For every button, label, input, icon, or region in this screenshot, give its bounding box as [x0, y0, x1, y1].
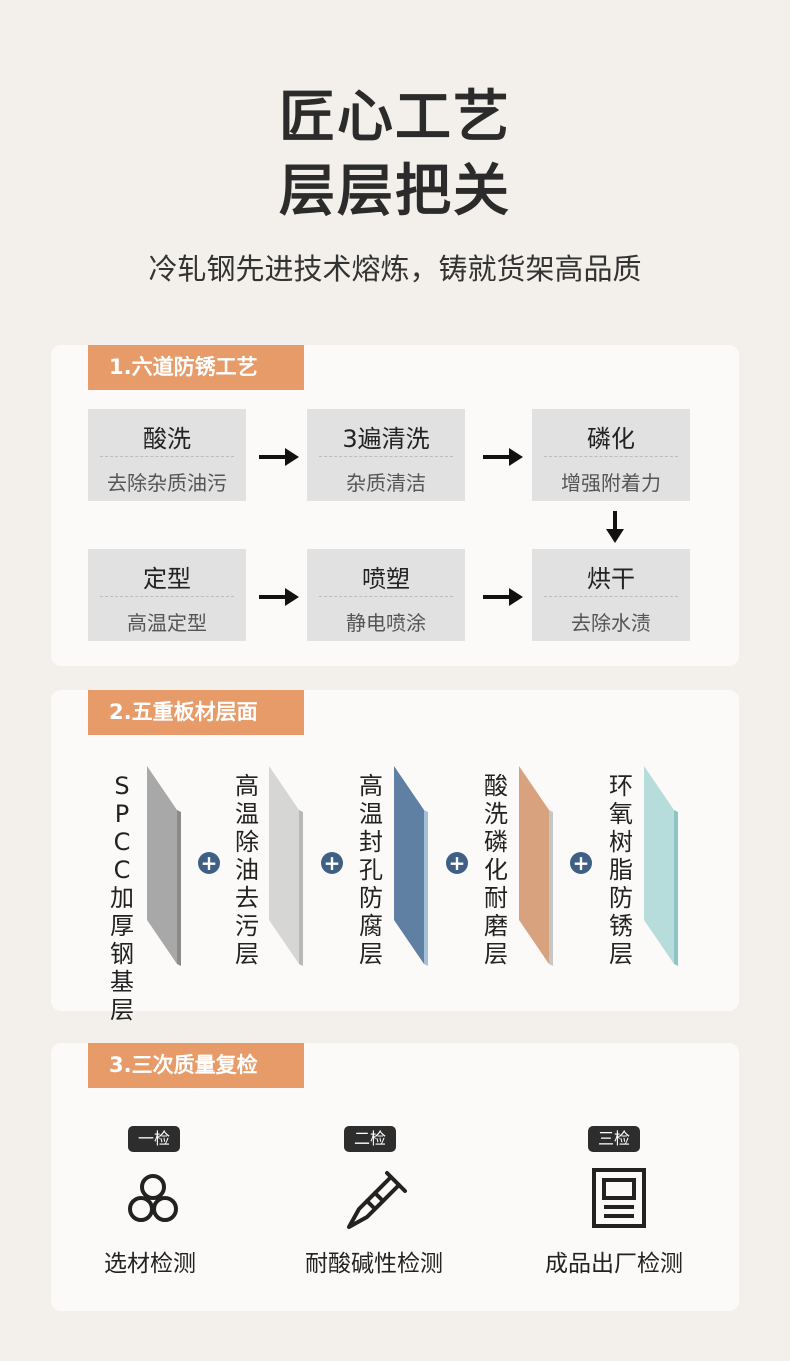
- process-step: 磷化 增强附着力: [532, 409, 690, 501]
- page-subtitle: 冷轧钢先进技术熔炼，铸就货架高品质: [148, 252, 642, 286]
- section-tag: 2.五重板材层面: [88, 690, 304, 735]
- plus-icon: +: [321, 852, 343, 874]
- section-tag: 1.六道防锈工艺: [88, 345, 304, 390]
- layer-sheet: [519, 766, 553, 966]
- step-name: 喷塑: [362, 565, 410, 593]
- step-desc: 高温定型: [127, 611, 207, 635]
- check-label: 耐酸碱性检测: [305, 1251, 443, 1277]
- page-title-line-2: 层层把关: [279, 159, 511, 224]
- step-name: 酸洗: [143, 425, 191, 453]
- arrow-right-icon: [259, 588, 299, 606]
- section-tag: 3.三次质量复检: [88, 1043, 304, 1088]
- circles-icon: [128, 1174, 178, 1222]
- check-label: 成品出厂检测: [545, 1251, 683, 1277]
- step-desc: 增强附着力: [561, 471, 661, 495]
- process-step: 定型 高温定型: [88, 549, 246, 641]
- dashed-divider: [100, 596, 234, 597]
- step-desc: 杂质清洁: [346, 471, 426, 495]
- layer-label: SPCC加厚钢基层: [110, 772, 134, 1024]
- page-title-line-1: 匠心工艺: [279, 85, 511, 150]
- dashed-divider: [544, 456, 678, 457]
- layer-sheet: [644, 766, 678, 966]
- layer-label: 高温封孔防腐层: [359, 772, 383, 968]
- report-icon: [592, 1168, 646, 1228]
- step-name: 3遍清洗: [342, 425, 430, 453]
- process-step: 喷塑 静电喷涂: [307, 549, 465, 641]
- step-desc: 去除水渍: [571, 611, 651, 635]
- arrow-down-icon: [606, 511, 624, 543]
- dashed-divider: [319, 596, 453, 597]
- arrow-right-icon: [259, 448, 299, 466]
- layer-sheet-face: [519, 766, 549, 964]
- process-step: 3遍清洗 杂质清洁: [307, 409, 465, 501]
- inspection-card: 3.三次质量复检 一检 选材检测 二检 耐酸碱性检测 三检 成品出厂检测: [51, 1043, 739, 1311]
- arrow-right-icon: [483, 448, 523, 466]
- dashed-divider: [100, 456, 234, 457]
- step-desc: 静电喷涂: [346, 611, 426, 635]
- step-name: 磷化: [587, 425, 635, 453]
- process-card: 1.六道防锈工艺 酸洗 去除杂质油污 3遍清洗 杂质清洁 磷化 增强附着力 定型…: [51, 345, 739, 666]
- layers-card: 2.五重板材层面 SPCC加厚钢基层 + 高温除油去污层 + 高温封孔防腐层 +…: [51, 690, 739, 1024]
- layer-sheet: [147, 766, 181, 966]
- plus-icon: +: [198, 852, 220, 874]
- check-badge: 一检: [128, 1126, 181, 1152]
- layer-sheet-face: [394, 766, 424, 964]
- layer-sheet-face: [147, 766, 177, 964]
- layer-sheet: [394, 766, 428, 966]
- layer-label: 高温除油去污层: [235, 772, 259, 968]
- layer-sheet-face: [644, 766, 674, 964]
- dashed-divider: [319, 456, 453, 457]
- layer-label: 环氧树脂防锈层: [609, 772, 633, 968]
- step-name: 烘干: [587, 565, 635, 593]
- step-desc: 去除杂质油污: [107, 471, 227, 495]
- layer-label: 酸洗磷化耐磨层: [484, 772, 508, 968]
- layer-sheet-face: [269, 766, 299, 964]
- layer-sheet: [269, 766, 303, 966]
- test-tube-icon: [347, 1171, 407, 1229]
- arrow-right-icon: [483, 588, 523, 606]
- check-badge: 二检: [344, 1126, 397, 1152]
- process-step: 烘干 去除水渍: [532, 549, 690, 641]
- check-badge: 三检: [588, 1126, 641, 1152]
- plus-icon: +: [570, 852, 592, 874]
- plus-icon: +: [446, 852, 468, 874]
- check-label: 选材检测: [104, 1251, 196, 1277]
- dashed-divider: [544, 596, 678, 597]
- process-step: 酸洗 去除杂质油污: [88, 409, 246, 501]
- step-name: 定型: [143, 565, 191, 593]
